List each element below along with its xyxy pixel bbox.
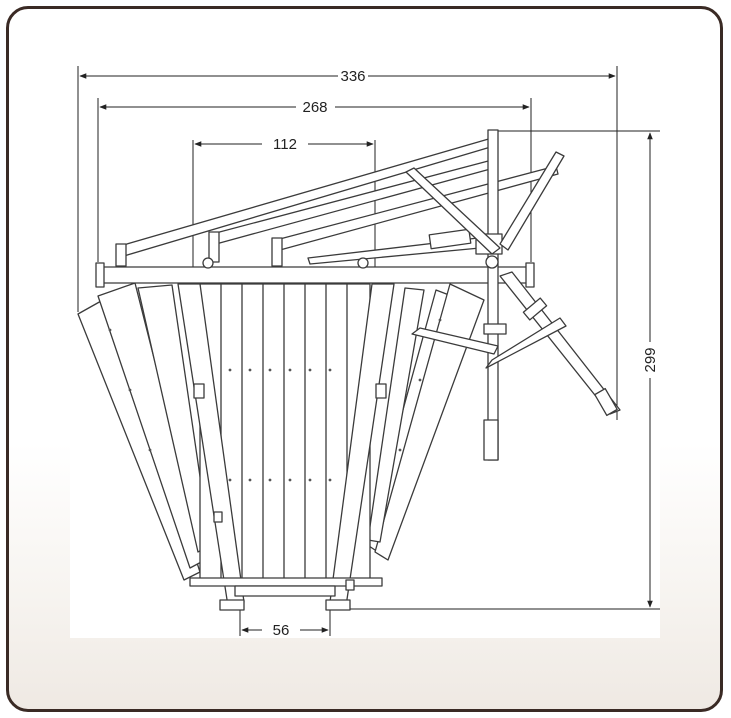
top-struts <box>405 151 565 255</box>
main-beam <box>97 266 533 284</box>
base-frame <box>189 577 383 611</box>
hopper-assembly <box>77 129 621 611</box>
dim-center-width-label: 112 <box>273 136 297 153</box>
dim-base-width-label: 56 <box>273 622 290 639</box>
beam-end-right <box>525 262 535 288</box>
vertical-mast <box>487 129 499 461</box>
dim-height-label: 299 <box>642 347 659 372</box>
mast-foot <box>483 419 499 461</box>
right-fan-panels <box>365 283 485 561</box>
panel-hinges <box>193 383 387 591</box>
dim-frame-width-label: 268 <box>302 99 327 116</box>
rivets <box>108 318 442 482</box>
dim-overall-width-label: 336 <box>340 68 365 85</box>
folding-arms <box>411 271 621 417</box>
beam-end-left <box>95 262 105 288</box>
